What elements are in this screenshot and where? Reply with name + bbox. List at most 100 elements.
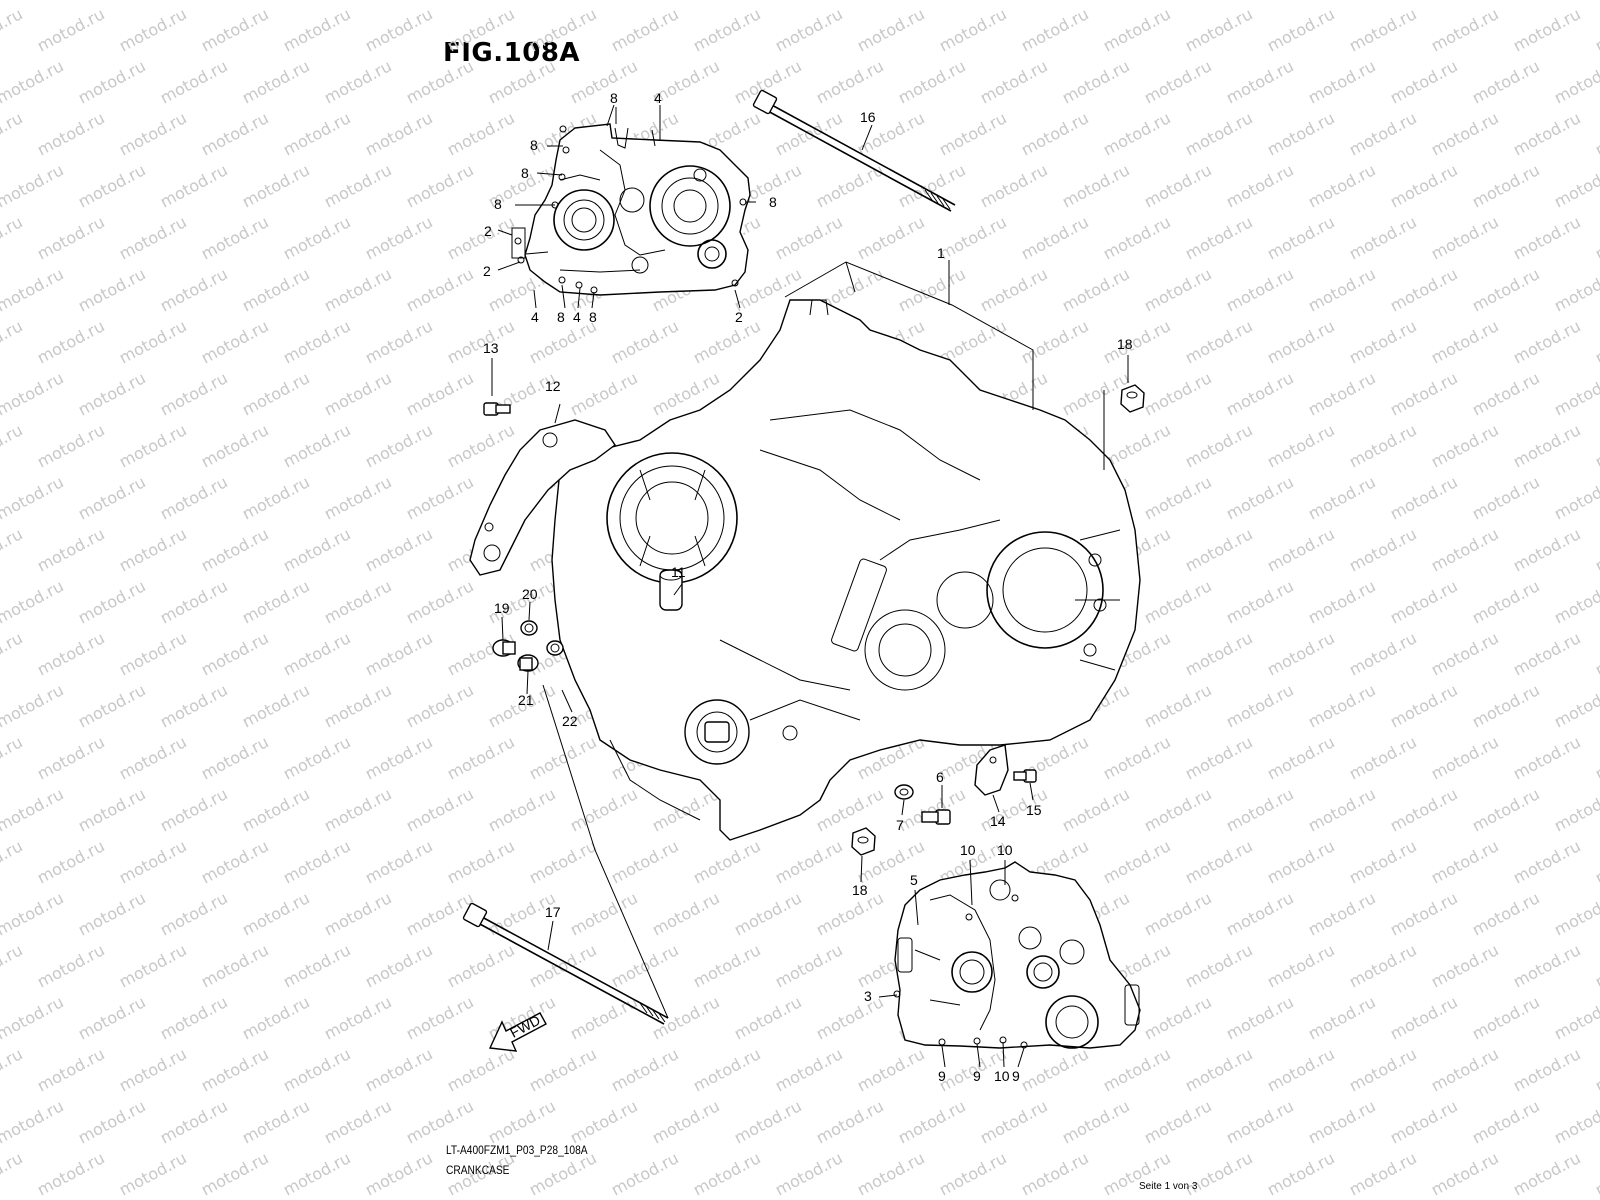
watermark-text: motod.ru: [690, 1148, 764, 1199]
watermark-text: motod.ru: [1182, 732, 1256, 783]
watermark-text: motod.ru: [280, 628, 354, 679]
watermark-text: motod.ru: [1100, 108, 1174, 159]
watermark-text: motod.ru: [1428, 316, 1502, 367]
watermark-text: motod.ru: [1305, 160, 1379, 211]
watermark-text: motod.ru: [1305, 472, 1379, 523]
watermark-text: motod.ru: [772, 1044, 846, 1095]
watermark-text: motod.ru: [1223, 368, 1297, 419]
watermark-text: motod.ru: [936, 108, 1010, 159]
watermark-text: motod.ru: [0, 316, 26, 367]
watermark-text: motod.ru: [1182, 628, 1256, 679]
watermark-text: motod.ru: [1592, 628, 1600, 679]
watermark-text: motod.ru: [1059, 160, 1133, 211]
watermark-text: motod.ru: [75, 160, 149, 211]
watermark-text: motod.ru: [1059, 1096, 1133, 1147]
watermark-text: motod.ru: [157, 472, 231, 523]
watermark-text: motod.ru: [1346, 108, 1420, 159]
watermark-text: motod.ru: [1305, 1096, 1379, 1147]
watermark-text: motod.ru: [1305, 264, 1379, 315]
watermark-text: motod.ru: [1223, 1096, 1297, 1147]
callout-6: 6: [936, 769, 944, 785]
watermark-text: motod.ru: [1551, 0, 1600, 4]
watermark-text: motod.ru: [1346, 212, 1420, 263]
watermark-text: motod.ru: [1018, 316, 1092, 367]
watermark-text: motod.ru: [567, 888, 641, 939]
watermark-text: motod.ru: [731, 992, 805, 1043]
watermark-text: motod.ru: [772, 940, 846, 991]
watermark-text: motod.ru: [1428, 836, 1502, 887]
watermark-text: motod.ru: [1428, 732, 1502, 783]
watermark-text: motod.ru: [1305, 0, 1379, 4]
watermark-text: motod.ru: [1141, 56, 1215, 107]
watermark-text: motod.ru: [157, 888, 231, 939]
watermark-text: motod.ru: [690, 836, 764, 887]
watermark-text: motod.ru: [1510, 1148, 1584, 1199]
watermark-text: motod.ru: [567, 784, 641, 835]
watermark-text: motod.ru: [1387, 888, 1461, 939]
watermark-text: motod.ru: [321, 992, 395, 1043]
watermark-text: motod.ru: [1510, 108, 1584, 159]
crankcase-half-bottom-drawing: [893, 861, 1141, 1049]
watermark-text: motod.ru: [1182, 420, 1256, 471]
watermark-text: motod.ru: [1551, 56, 1600, 107]
watermark-text: motod.ru: [444, 420, 518, 471]
watermark-text: motod.ru: [1510, 940, 1584, 991]
watermark-text: motod.ru: [1182, 1044, 1256, 1095]
watermark-text: motod.ru: [567, 368, 641, 419]
watermark-text: motod.ru: [1469, 160, 1543, 211]
watermark-text: motod.ru: [1223, 160, 1297, 211]
watermark-text: motod.ru: [731, 0, 805, 4]
watermark-text: motod.ru: [1059, 784, 1133, 835]
callout-2: 2: [483, 263, 491, 279]
watermark-text: motod.ru: [321, 680, 395, 731]
watermark-text: motod.ru: [403, 576, 477, 627]
watermark-text: motod.ru: [321, 888, 395, 939]
watermark-text: motod.ru: [34, 1148, 108, 1199]
watermark-text: motod.ru: [1264, 628, 1338, 679]
watermark-text: motod.ru: [198, 732, 272, 783]
watermark-text: motod.ru: [567, 0, 641, 4]
watermark-text: motod.ru: [1469, 264, 1543, 315]
watermark-text: motod.ru: [813, 888, 887, 939]
watermark-text: motod.ru: [444, 732, 518, 783]
watermark-text: motod.ru: [1264, 836, 1338, 887]
watermark-text: motod.ru: [280, 1044, 354, 1095]
watermark-text: motod.ru: [239, 992, 313, 1043]
watermark-text: motod.ru: [362, 1148, 436, 1199]
watermark-text: motod.ru: [0, 0, 67, 4]
watermark-text: motod.ru: [403, 1096, 477, 1147]
watermark-text: motod.ru: [1346, 1148, 1420, 1199]
watermark-text: motod.ru: [198, 4, 272, 55]
watermark-text: motod.ru: [1428, 628, 1502, 679]
watermark-text: motod.ru: [1346, 1044, 1420, 1095]
watermark-text: motod.ru: [1223, 784, 1297, 835]
callout-17: 17: [545, 904, 561, 920]
watermark-text: motod.ru: [198, 212, 272, 263]
watermark-text: motod.ru: [321, 56, 395, 107]
watermark-text: motod.ru: [1018, 1148, 1092, 1199]
watermark-text: motod.ru: [1346, 524, 1420, 575]
watermark-text: motod.ru: [157, 992, 231, 1043]
watermark-text: motod.ru: [75, 576, 149, 627]
watermark-text: motod.ru: [1387, 472, 1461, 523]
watermark-text: motod.ru: [1100, 316, 1174, 367]
callout-8: 8: [557, 309, 565, 325]
watermark-text: motod.ru: [0, 56, 67, 107]
watermark-text: motod.ru: [731, 1096, 805, 1147]
watermark-text: motod.ru: [116, 732, 190, 783]
callout-15: 15: [1026, 802, 1042, 818]
watermark-text: motod.ru: [1592, 940, 1600, 991]
watermark-text: motod.ru: [362, 212, 436, 263]
watermark-text: motod.ru: [362, 836, 436, 887]
watermark-text: motod.ru: [362, 108, 436, 159]
watermark-text: motod.ru: [34, 940, 108, 991]
watermark-text: motod.ru: [321, 264, 395, 315]
watermark-text: motod.ru: [1387, 264, 1461, 315]
watermark-text: motod.ru: [239, 472, 313, 523]
watermark-text: motod.ru: [1182, 212, 1256, 263]
watermark-text: motod.ru: [280, 732, 354, 783]
watermark-text: motod.ru: [1510, 836, 1584, 887]
callout-8: 8: [521, 165, 529, 181]
watermark-text: motod.ru: [403, 0, 477, 4]
watermark-text: motod.ru: [1346, 4, 1420, 55]
